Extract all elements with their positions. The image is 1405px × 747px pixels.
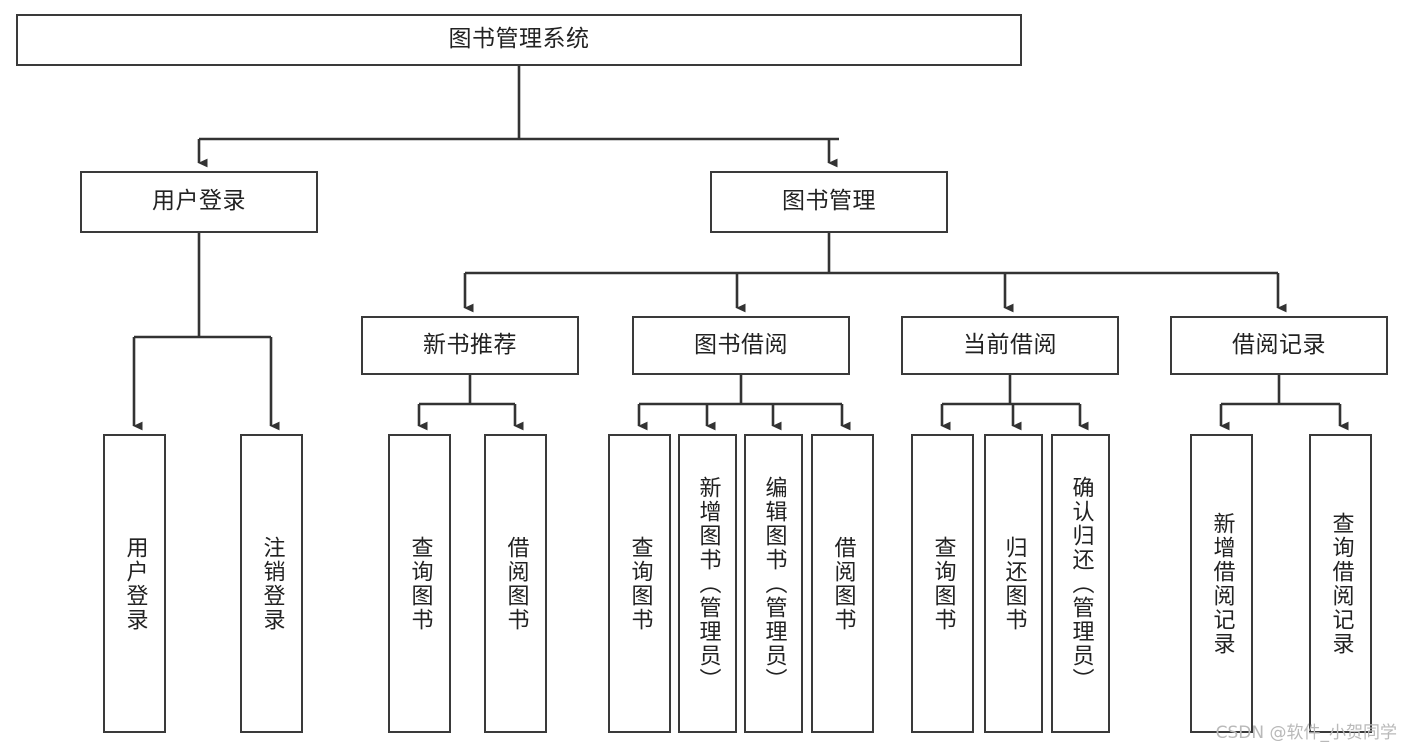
node-book-manage[interactable]: 图书管理 xyxy=(710,171,948,233)
node-current-borrow[interactable]: 当前借阅 xyxy=(901,316,1119,375)
node-leaf-query-borrow-record[interactable]: 查询借阅记录 xyxy=(1309,434,1372,733)
node-root-label: 图书管理系统 xyxy=(448,26,590,53)
node-leaf-user-login[interactable]: 用户登录 xyxy=(103,434,166,733)
node-leaf-edit-book-admin-label: 编辑图书（管理员） xyxy=(761,475,787,692)
node-book-borrow[interactable]: 图书借阅 xyxy=(632,316,850,375)
node-user-login-label: 用户登录 xyxy=(152,188,246,215)
node-leaf-add-borrow-record[interactable]: 新增借阅记录 xyxy=(1190,434,1253,733)
node-leaf-confirm-return-admin-label: 确认归还（管理员） xyxy=(1068,475,1094,692)
node-leaf-confirm-return-admin[interactable]: 确认归还（管理员） xyxy=(1051,434,1110,733)
node-leaf-user-logout-label: 注销登录 xyxy=(259,535,285,632)
node-leaf-return-book[interactable]: 归还图书 xyxy=(984,434,1043,733)
node-book-borrow-label: 图书借阅 xyxy=(694,331,788,358)
node-leaf-borrow-book-2[interactable]: 借阅图书 xyxy=(811,434,874,733)
node-leaf-query-book-1[interactable]: 查询图书 xyxy=(388,434,451,733)
node-new-book-recommend-label: 新书推荐 xyxy=(423,331,517,358)
node-current-borrow-label: 当前借阅 xyxy=(963,331,1057,358)
node-book-manage-label: 图书管理 xyxy=(782,188,876,215)
node-leaf-user-logout[interactable]: 注销登录 xyxy=(240,434,303,733)
node-borrow-record[interactable]: 借阅记录 xyxy=(1170,316,1388,375)
node-leaf-borrow-book-1[interactable]: 借阅图书 xyxy=(484,434,547,733)
node-root[interactable]: 图书管理系统 xyxy=(16,14,1022,66)
node-new-book-recommend[interactable]: 新书推荐 xyxy=(361,316,579,375)
node-leaf-query-book-3-label: 查询图书 xyxy=(930,535,956,632)
node-leaf-add-borrow-record-label: 新增借阅记录 xyxy=(1209,511,1235,656)
node-leaf-query-book-1-label: 查询图书 xyxy=(407,535,433,632)
node-leaf-return-book-label: 归还图书 xyxy=(1001,535,1027,632)
node-borrow-record-label: 借阅记录 xyxy=(1232,331,1326,358)
node-leaf-query-book-2-label: 查询图书 xyxy=(627,535,653,632)
node-leaf-edit-book-admin[interactable]: 编辑图书（管理员） xyxy=(744,434,803,733)
node-leaf-add-book-admin-label: 新增图书（管理员） xyxy=(695,475,721,692)
node-leaf-add-book-admin[interactable]: 新增图书（管理员） xyxy=(678,434,737,733)
node-leaf-borrow-book-2-label: 借阅图书 xyxy=(830,535,856,632)
csdn-watermark: CSDN @软件_小贺同学 xyxy=(1215,723,1397,743)
node-leaf-borrow-book-1-label: 借阅图书 xyxy=(503,535,529,632)
node-leaf-query-borrow-record-label: 查询借阅记录 xyxy=(1328,511,1354,656)
node-user-login[interactable]: 用户登录 xyxy=(80,171,318,233)
node-leaf-query-book-3[interactable]: 查询图书 xyxy=(911,434,974,733)
node-leaf-query-book-2[interactable]: 查询图书 xyxy=(608,434,671,733)
node-leaf-user-login-label: 用户登录 xyxy=(122,535,148,632)
